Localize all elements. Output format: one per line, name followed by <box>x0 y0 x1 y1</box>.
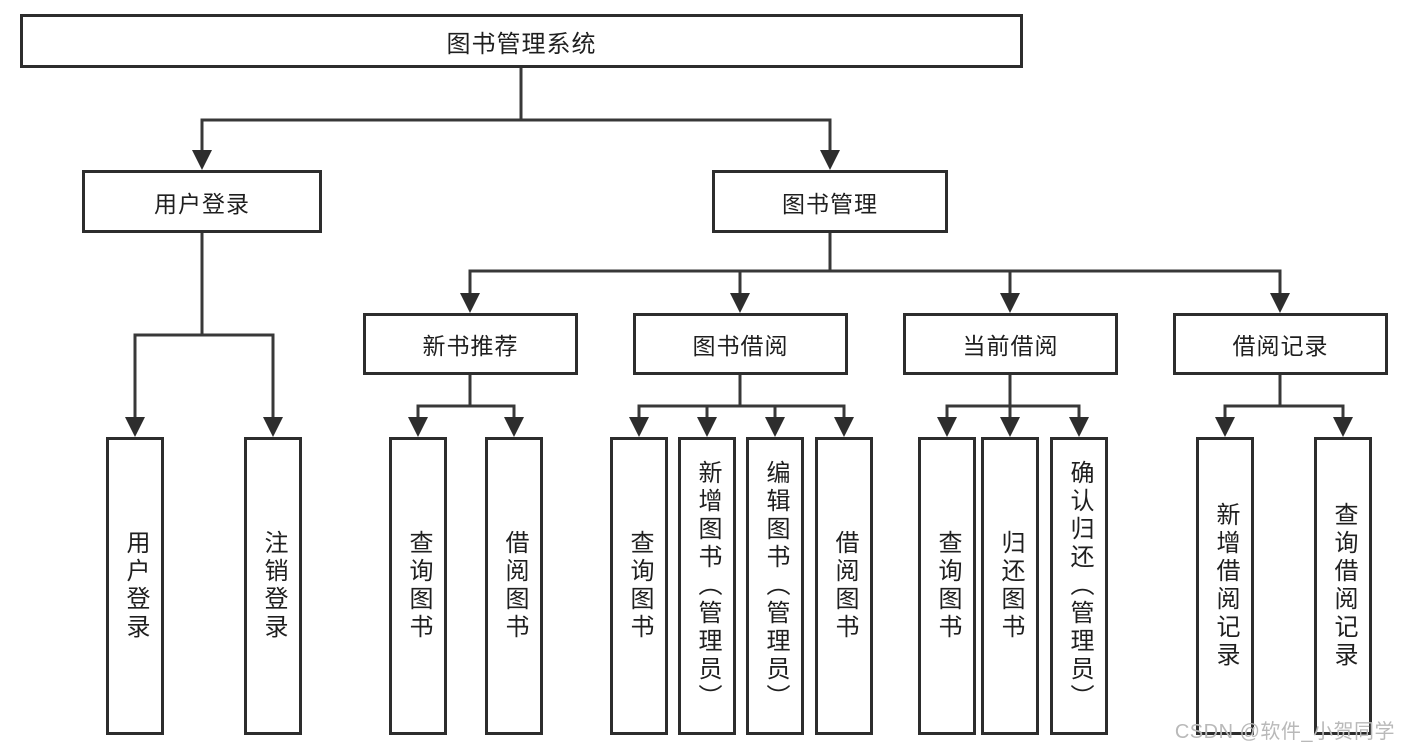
arrowheads <box>125 150 1353 437</box>
node-borrow-record-label: 借阅记录 <box>1232 333 1329 359</box>
leaf-confirm-return-admin: 确认归还（管理员） <box>1050 437 1108 735</box>
arrowhead <box>263 417 283 437</box>
node-new-book-recommend: 新书推荐 <box>363 313 578 375</box>
leaf-edit-book-admin: 编辑图书（管理员） <box>746 437 804 735</box>
watermark: CSDN @软件_小贺同学 <box>1174 721 1395 743</box>
leaf-query-borrow-record: 查询借阅记录 <box>1314 437 1372 735</box>
arrowhead <box>697 417 717 437</box>
leaf-return-book: 归还图书 <box>981 437 1039 735</box>
leaf-query-book-borrow: 查询图书 <box>610 437 668 735</box>
leaf-query-book-current: 查询图书 <box>918 437 976 735</box>
node-book-borrow-label: 图书借阅 <box>692 333 789 359</box>
leaf-add-book-admin-label: 新增图书（管理员） <box>694 460 721 712</box>
leaf-confirm-return-admin-label: 确认归还（管理员） <box>1066 460 1093 712</box>
leaf-borrow-book: 借阅图书 <box>815 437 873 735</box>
arrowhead <box>730 293 750 313</box>
arrowhead <box>1000 293 1020 313</box>
leaf-user-login: 用户登录 <box>106 437 164 735</box>
arrowhead <box>834 417 854 437</box>
leaf-add-book-admin: 新增图书（管理员） <box>678 437 736 735</box>
leaf-query-book-recommend-label: 查询图书 <box>405 530 432 642</box>
arrowhead <box>504 417 524 437</box>
leaf-query-book-recommend: 查询图书 <box>389 437 447 735</box>
node-root-label: 图书管理系统 <box>446 30 597 58</box>
leaf-query-borrow-record-label: 查询借阅记录 <box>1330 502 1357 670</box>
node-root: 图书管理系统 <box>20 14 1023 68</box>
leaf-query-book-current-label: 查询图书 <box>934 530 961 642</box>
arrowhead <box>408 417 428 437</box>
leaf-edit-book-admin-label: 编辑图书（管理员） <box>762 460 789 712</box>
leaf-query-book-borrow-label: 查询图书 <box>626 530 653 642</box>
arrowhead <box>820 150 840 170</box>
arrowhead <box>629 417 649 437</box>
node-borrow-record: 借阅记录 <box>1173 313 1388 375</box>
node-user-login-label: 用户登录 <box>154 190 250 217</box>
arrowhead <box>1333 417 1353 437</box>
arrowhead <box>1069 417 1089 437</box>
arrowhead <box>1270 293 1290 313</box>
arrowhead <box>937 417 957 437</box>
node-current-borrow-label: 当前借阅 <box>962 333 1059 359</box>
leaf-user-login-label: 用户登录 <box>122 530 149 642</box>
leaf-logout: 注销登录 <box>244 437 302 735</box>
arrowhead <box>765 417 785 437</box>
leaf-add-borrow-record-label: 新增借阅记录 <box>1212 502 1239 670</box>
arrowhead <box>460 293 480 313</box>
node-book-management: 图书管理 <box>712 170 948 233</box>
tree-edges <box>133 66 1345 421</box>
leaf-logout-label: 注销登录 <box>260 530 287 642</box>
arrowhead <box>1215 417 1235 437</box>
arrowhead <box>125 417 145 437</box>
node-user-login: 用户登录 <box>82 170 322 233</box>
node-new-book-recommend-label: 新书推荐 <box>422 333 519 359</box>
node-book-management-label: 图书管理 <box>782 190 878 217</box>
node-book-borrow: 图书借阅 <box>633 313 848 375</box>
leaf-add-borrow-record: 新增借阅记录 <box>1196 437 1254 735</box>
leaf-return-book-label: 归还图书 <box>997 530 1024 642</box>
leaf-borrow-book-recommend-label: 借阅图书 <box>501 530 528 642</box>
arrowhead <box>192 150 212 170</box>
leaf-borrow-book-label: 借阅图书 <box>831 530 858 642</box>
leaf-borrow-book-recommend: 借阅图书 <box>485 437 543 735</box>
arrowhead <box>1000 417 1020 437</box>
node-current-borrow: 当前借阅 <box>903 313 1118 375</box>
